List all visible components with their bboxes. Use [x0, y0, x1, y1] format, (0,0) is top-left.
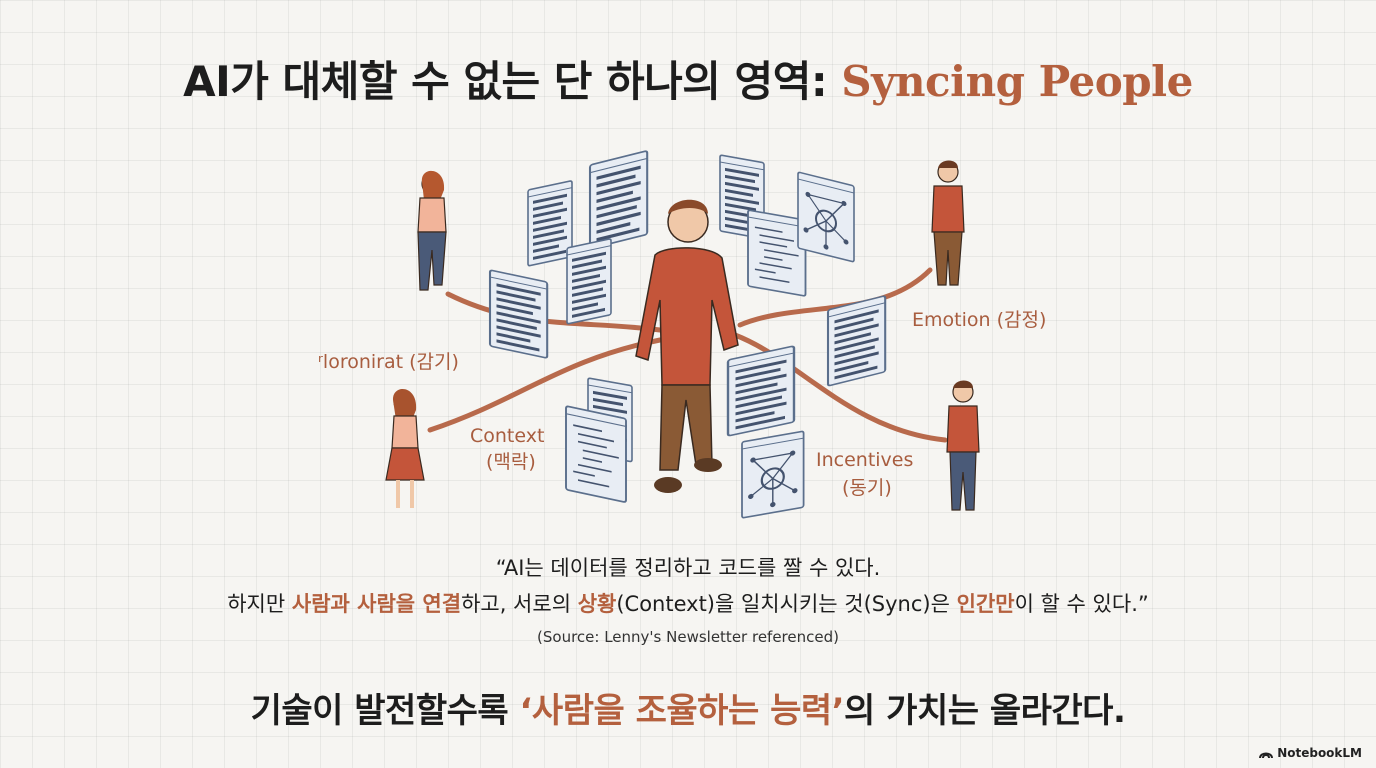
- person-top-right: [931, 160, 965, 286]
- label-context: Context: [470, 425, 544, 447]
- person-top-left: [417, 170, 447, 291]
- central-person-figure: [635, 199, 739, 493]
- label-emotion: Emotion (감정): [912, 309, 1046, 331]
- quote-text: 이 할 수 있다.”: [1014, 592, 1149, 616]
- data-panel-icon: [527, 179, 573, 267]
- data-panel-icon: [566, 237, 612, 325]
- data-panel-icon: [826, 294, 887, 388]
- page-title: AI가 대체할 수 없는 단 하나의 영역: Syncing People: [0, 48, 1376, 109]
- notebooklm-badge: NotebookLM: [1259, 746, 1362, 760]
- neural-network-icon: [740, 430, 805, 520]
- label-left-top: ʳloronirat (감기): [318, 351, 459, 373]
- data-panel-icon: [488, 268, 549, 360]
- code-panel-icon: [747, 209, 807, 298]
- quote-highlight: 사람과 사람을 연결: [291, 592, 462, 616]
- notebooklm-icon: [1259, 752, 1274, 758]
- person-bottom-right: [946, 380, 980, 511]
- quote-block: “AI는 데이터를 정리하고 코드를 짤 수 있다. 하지만 사람과 사람을 연…: [0, 550, 1376, 622]
- source-note: (Source: Lenny's Newsletter referenced): [537, 628, 839, 646]
- conclusion-highlight: ‘사람을 조율하는 능력’: [519, 691, 845, 731]
- quote-line-1: “AI는 데이터를 정리하고 코드를 짤 수 있다.: [495, 556, 881, 580]
- code-panel-icon: [565, 405, 627, 504]
- quote-highlight: 상황: [577, 592, 617, 616]
- badge-label: NotebookLM: [1277, 746, 1362, 760]
- label-incentives-ko: (동기): [842, 477, 892, 499]
- quote-text: 하지만: [227, 592, 292, 616]
- conclusion: 기술이 발전할수록 ‘사람을 조율하는 능력’의 가치는 올라간다.: [0, 683, 1376, 732]
- quote-highlight: 인간만: [956, 592, 1015, 616]
- neural-network-icon: [796, 170, 856, 263]
- data-panel-icon: [726, 344, 796, 438]
- label-incentives: Incentives: [816, 449, 913, 471]
- quote-text: 하고, 서로의: [461, 592, 578, 616]
- data-panel-icon: [588, 149, 649, 250]
- quote-line-2: 하지만 사람과 사람을 연결하고, 서로의 상황(Context)을 일치시키는…: [0, 586, 1376, 622]
- title-main: AI가 대체할 수 없는 단 하나의 영역:: [183, 57, 842, 106]
- title-accent: Syncing People: [841, 57, 1193, 106]
- conclusion-text: 기술이 발전할수록: [250, 691, 520, 731]
- conclusion-text: 의 가치는 올라간다.: [844, 691, 1126, 731]
- person-bottom-left: [385, 389, 425, 508]
- quote-text: (Context)을 일치시키는 것(Sync)은: [616, 592, 957, 616]
- label-context-ko: (맥락): [486, 451, 536, 473]
